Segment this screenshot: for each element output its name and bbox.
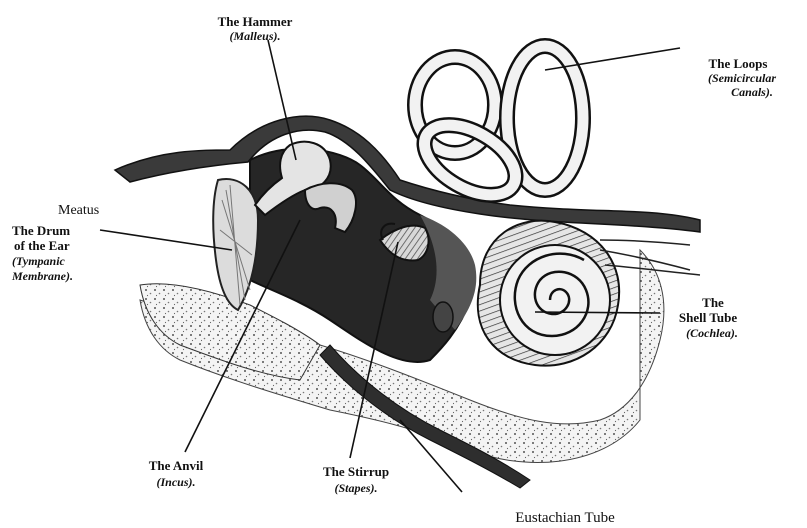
label-stirrup-latin: (Stapes). xyxy=(335,481,378,495)
label-drum: The Drum of the Ear (Tympanic Membrane). xyxy=(11,223,73,283)
label-drum-latin-2: Membrane). xyxy=(11,269,73,283)
label-hammer: The Hammer (Malleus). xyxy=(218,14,293,43)
label-hammer-latin: (Malleus). xyxy=(230,29,281,43)
label-shell: The Shell Tube (Cochlea). xyxy=(679,295,738,340)
semicircular-canals xyxy=(413,46,583,209)
label-eustachian: Eustachian Tube xyxy=(515,510,615,526)
label-shell-line-2: Shell Tube xyxy=(679,310,737,325)
label-loops-name: The Loops xyxy=(709,56,768,71)
label-loops-latin-1: (Semicircular xyxy=(708,71,776,85)
label-stirrup: The Stirrup (Stapes). xyxy=(323,464,389,495)
label-hammer-name: The Hammer xyxy=(218,14,293,29)
label-loops-latin-2: Canals). xyxy=(731,85,773,99)
label-anvil: The Anvil (Incus). xyxy=(149,458,204,489)
label-anvil-name: The Anvil xyxy=(149,458,204,473)
label-meatus: Meatus xyxy=(58,203,99,218)
label-shell-line-1: The xyxy=(702,295,724,310)
label-stirrup-name: The Stirrup xyxy=(323,464,389,479)
label-anvil-latin: (Incus). xyxy=(156,475,195,489)
cochlea xyxy=(478,221,700,366)
label-drum-latin-1: (Tympanic xyxy=(12,254,66,268)
label-drum-line-2: of the Ear xyxy=(14,238,70,253)
label-drum-line-1: The Drum xyxy=(12,223,70,238)
label-shell-latin: (Cochlea). xyxy=(686,326,738,340)
label-loops: The Loops (Semicircular Canals). xyxy=(708,56,776,99)
oval-window xyxy=(433,302,453,332)
